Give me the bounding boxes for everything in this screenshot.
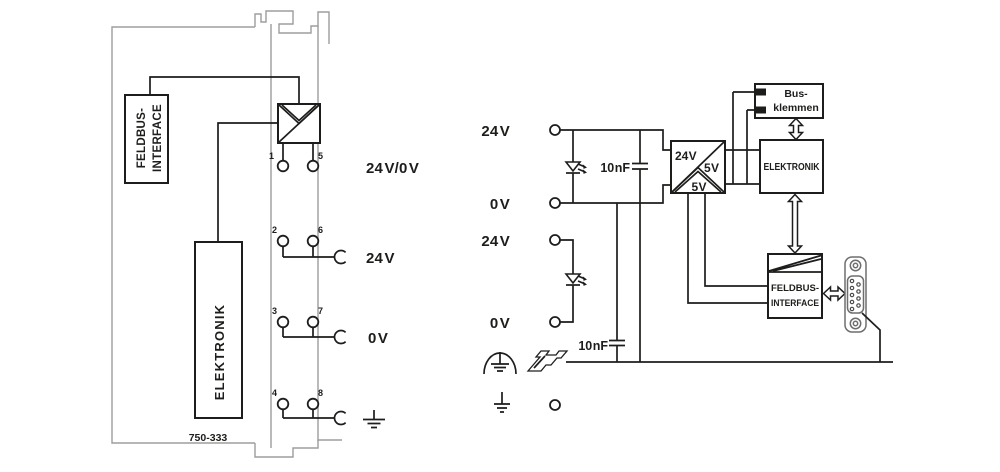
rail-24v (560, 129, 671, 151)
terminal-24v-2 (549, 234, 561, 246)
cage-clamp-icon (333, 329, 347, 345)
supply-0v-label: 0 V (368, 330, 388, 347)
capacitor-icon (632, 130, 648, 362)
terminal-3 (276, 315, 290, 329)
terminal-number-2: 2 (272, 225, 277, 235)
terminal-pair-1-5: 1 5 (269, 143, 323, 173)
terminal-number-3: 3 (272, 306, 277, 316)
fieldbus-interface-block (124, 94, 169, 184)
wire-shield-from-connector (861, 312, 881, 362)
fieldbus-interface-label-line2: INTERFACE (152, 104, 164, 172)
wire-elektronik-to-jumper (217, 122, 278, 242)
fieldbus-interface-label-line1-schematic: FELDBUS- (771, 283, 819, 294)
converter-output-right-label: 5 V (704, 161, 719, 175)
din-rail-icon (526, 350, 569, 372)
bus-klemmen-label-line1: Bus- (784, 88, 808, 100)
terminal-1 (276, 159, 290, 173)
input-0v-label: 0 V (490, 196, 510, 213)
bus-contact-pin (755, 88, 766, 96)
dcdc-converter-icon: 24 V 5 V 5 V (670, 140, 726, 194)
bus-klemmen-block: Bus- klemmen (754, 83, 824, 119)
terminal-24v (549, 124, 561, 136)
din-rail-profile-top (254, 10, 330, 44)
fieldbus-interface-label-line1: FELDBUS- (136, 108, 148, 169)
input2-0v-label: 0 V (490, 315, 510, 332)
elektronik-label: ELEKTRONIK (212, 304, 227, 401)
terminal-2 (276, 234, 290, 248)
terminal-5 (306, 159, 320, 173)
capacitor2-label: 10 nF (578, 339, 608, 353)
fieldbus-interface-label-line2-schematic: INTERFACE (771, 298, 819, 309)
terminal-number-7: 7 (318, 306, 323, 316)
terminal-pair-3-7: 3 7 (272, 306, 347, 345)
terminal-8 (306, 397, 320, 411)
terminal-earth (549, 399, 561, 411)
jumper-voltage-label: 24 V/0 V (366, 160, 419, 177)
part-number: 750-333 (189, 432, 228, 444)
terminal-7 (306, 315, 320, 329)
terminal-6 (306, 234, 320, 248)
capacitor-icon (609, 203, 625, 362)
terminal-pair-2-6: 2 6 (272, 225, 347, 265)
earth-icon (363, 410, 385, 429)
terminal-number-6: 6 (318, 225, 323, 235)
cage-clamp-icon (333, 249, 347, 265)
terminal-pair-4-8: 4 8 (272, 388, 385, 429)
wire-5v-to-fieldbus-interface (687, 193, 768, 304)
dsub9-connector-icon (844, 256, 867, 333)
cage-clamp-icon (333, 410, 347, 426)
module-housing-outline (111, 26, 255, 444)
wire-5v-to-elektronik (725, 149, 760, 185)
data-arrow-icon (786, 193, 804, 255)
earth-icon (494, 392, 510, 413)
bus-klemmen-label-line2: klemmen (773, 102, 819, 114)
terminal-number-8: 8 (318, 388, 323, 398)
data-arrow-icon (822, 285, 847, 302)
din-rail-icon-detail (533, 355, 546, 369)
led-icon (560, 239, 587, 323)
converter-output-bottom-label: 5 V (691, 180, 706, 194)
input-24v-label: 24 V (481, 123, 510, 140)
terminal-4 (276, 397, 290, 411)
bus-contact-pin (755, 106, 766, 114)
fieldbus-interface-block-schematic: FELDBUS- INTERFACE (767, 253, 823, 319)
terminal-number-5: 5 (318, 151, 323, 161)
elektronik-label-schematic: ELEKTRONIK (764, 161, 820, 173)
elektronik-block (194, 241, 243, 419)
power-jumper-icon (277, 103, 321, 144)
rail-0v (560, 184, 671, 204)
input2-24v-label: 24 V (481, 233, 510, 250)
wire-5v-to-busklemmen (732, 91, 755, 184)
supply-24v-label: 24 V (366, 250, 395, 267)
din-rail-profile-bottom (254, 439, 342, 458)
capacitor1-label: 10 nF (600, 161, 630, 175)
terminal-0v (549, 197, 561, 209)
module-drawing: FELDBUS- INTERFACE ELEKTRONIK 1 5 24 V/0… (111, 10, 419, 458)
data-arrow-icon (787, 117, 805, 141)
wire-fieldbus-to-jumper (149, 76, 300, 104)
terminal-number-1: 1 (269, 151, 274, 161)
elektronik-block-schematic: ELEKTRONIK (759, 139, 824, 194)
schematic-drawing: 24 V 0 V 24 V 0 V 10 nF (481, 83, 893, 413)
terminal-0v-2 (549, 316, 561, 328)
terminal-number-4: 4 (272, 388, 277, 398)
chassis-earth-icon (483, 352, 517, 375)
converter-input-label: 24 V (675, 149, 697, 163)
led-icon (564, 130, 587, 203)
